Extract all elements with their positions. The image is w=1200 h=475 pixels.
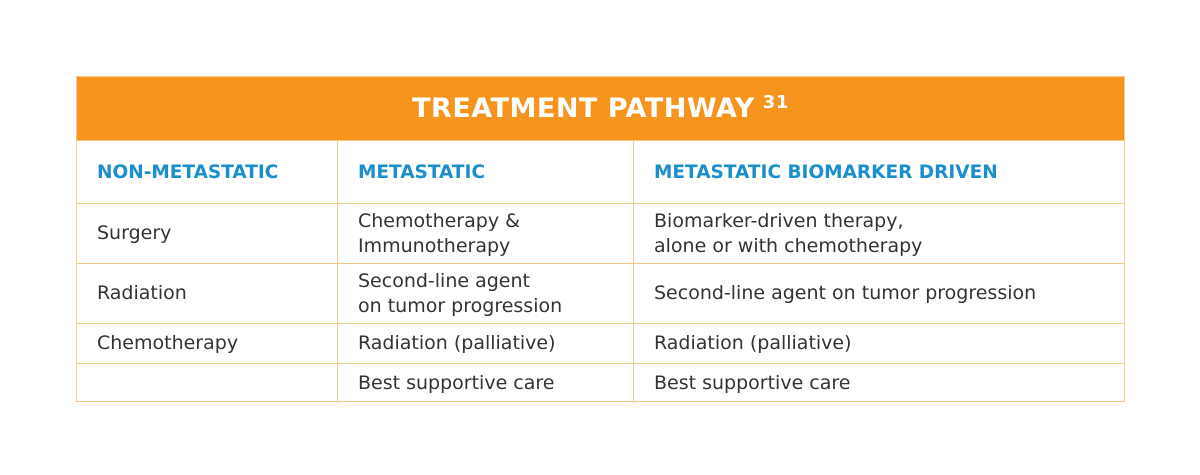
table-cell: Radiation (palliative): [338, 324, 634, 364]
cell-text: Best supportive care: [358, 372, 555, 394]
cell-text: Immunotherapy: [358, 234, 511, 257]
table-title-bar: TREATMENT PATHWAY 31: [77, 77, 1124, 141]
cell-text: Surgery: [97, 222, 172, 244]
table-cell: Chemotherapy & Immunotherapy: [338, 204, 634, 264]
cell-text: Radiation (palliative): [358, 332, 556, 354]
cell-text: Chemotherapy: [97, 332, 239, 354]
cell-text: Second-line agent on tumor progression: [654, 282, 1037, 304]
cell-text: Second-line agent: [358, 269, 530, 292]
table-cell: [77, 364, 338, 403]
table-title: TREATMENT PATHWAY: [412, 93, 755, 124]
table-cell: Radiation (palliative): [634, 324, 1124, 364]
table-cell: Best supportive care: [634, 364, 1124, 403]
table-cell: Radiation: [77, 264, 338, 324]
cell-text: Best supportive care: [654, 372, 851, 394]
cell-text: Chemotherapy &: [358, 209, 520, 232]
table-cell: Surgery: [77, 204, 338, 264]
column-header-non-metastatic: NON-METASTATIC: [77, 141, 338, 204]
table-cell: Best supportive care: [338, 364, 634, 403]
table-cell: Second-line agent on tumor progression: [634, 264, 1124, 324]
cell-text: on tumor progression: [358, 294, 563, 317]
title-reference: 31: [762, 92, 789, 113]
table-grid: NON-METASTATIC METASTATIC METASTATIC BIO…: [77, 141, 1124, 403]
column-header-metastatic: METASTATIC: [338, 141, 634, 204]
cell-text: Radiation: [97, 282, 187, 304]
table-cell: Biomarker-driven therapy, alone or with …: [634, 204, 1124, 264]
column-header-biomarker-driven: METASTATIC BIOMARKER DRIVEN: [634, 141, 1124, 204]
cell-text: alone or with chemotherapy: [654, 234, 923, 257]
cell-text: Radiation (palliative): [654, 332, 852, 354]
cell-text: Biomarker-driven therapy,: [654, 209, 904, 232]
treatment-pathway-table: TREATMENT PATHWAY 31 NON-METASTATIC META…: [76, 76, 1125, 403]
table-cell: Second-line agent on tumor progression: [338, 264, 634, 324]
table-cell: Chemotherapy: [77, 324, 338, 364]
